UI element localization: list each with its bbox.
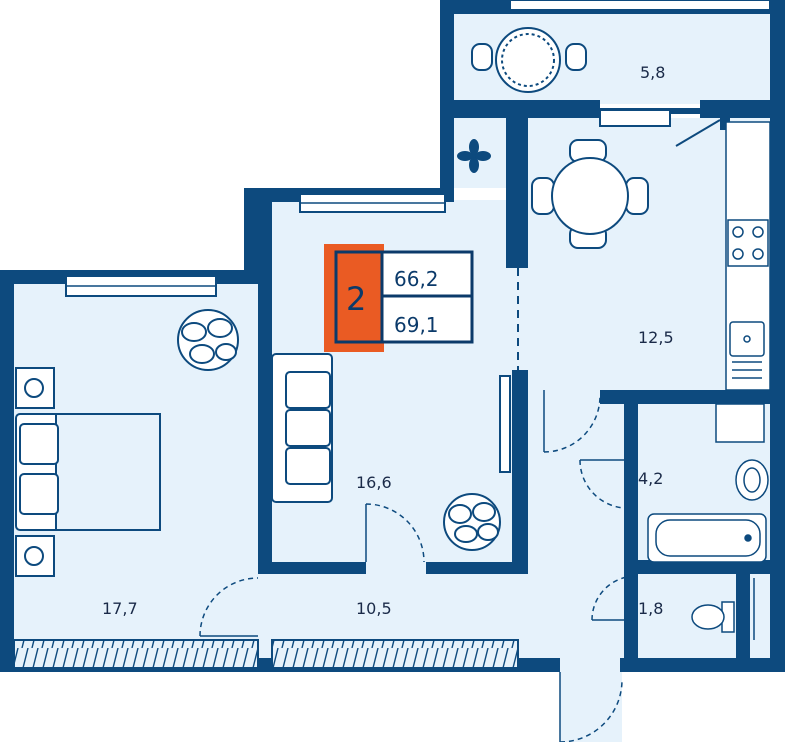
bathroom-area: 4,2 <box>638 469 663 488</box>
total-area-value: 69,1 <box>394 313 439 337</box>
sofa-icon <box>271 353 333 503</box>
sink-icon <box>715 403 769 501</box>
plant-icon <box>443 493 501 551</box>
living-area-value: 66,2 <box>394 267 439 291</box>
dining-table-icon <box>531 139 649 249</box>
windows <box>13 0 771 669</box>
apartment-badge: 2 66,2 69,1 <box>324 244 474 352</box>
wc-area: 1,8 <box>638 599 663 618</box>
entrance-floor <box>560 668 622 742</box>
dining-table-icon <box>471 27 587 93</box>
toilet-icon <box>691 578 755 640</box>
stove-icon <box>725 121 771 391</box>
living-room-area: 16,6 <box>356 473 392 492</box>
hallway-area: 10,5 <box>356 599 392 618</box>
kitchen-area: 12,5 <box>638 328 674 347</box>
plant-icon <box>177 309 239 371</box>
bed-icon <box>15 367 161 577</box>
balcony-area: 5,8 <box>640 63 665 82</box>
fan-icon <box>457 139 491 173</box>
bathtub-icon <box>647 513 767 563</box>
bedroom-area: 17,7 <box>102 599 138 618</box>
sink-icon <box>729 321 765 379</box>
rooms-count: 2 <box>346 280 366 318</box>
doors <box>199 375 637 742</box>
